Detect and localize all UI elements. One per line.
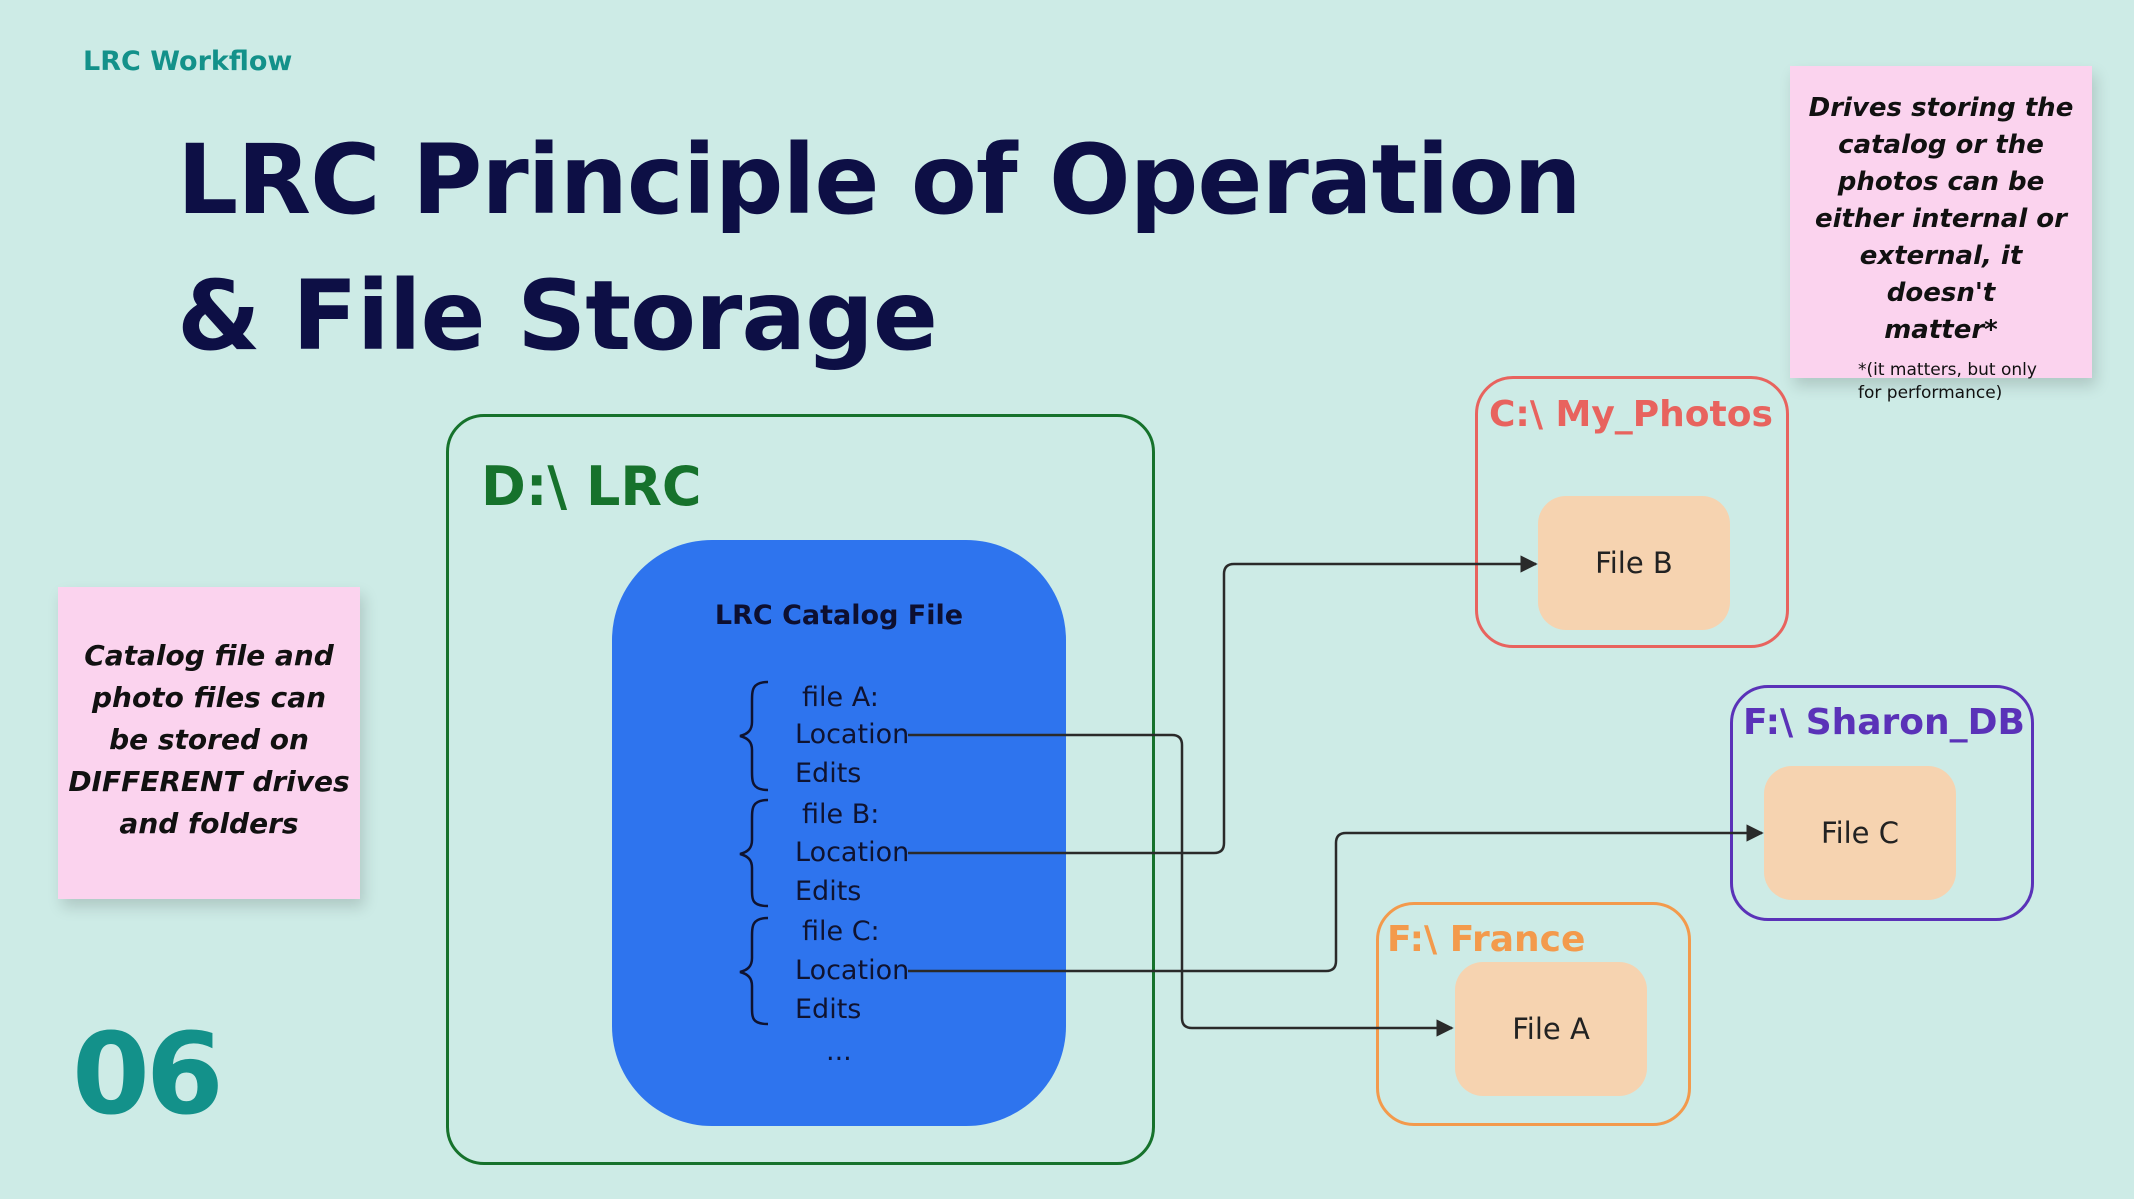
brace-entry-b <box>739 798 769 908</box>
catalog-more: ... <box>826 1036 852 1067</box>
connector-file-a <box>908 733 1454 1037</box>
entry-name: file B: <box>802 799 880 830</box>
note-line: external, it doesn't <box>1859 241 2023 308</box>
file-c-box: File C <box>1764 766 1956 900</box>
note-line: and folders <box>119 807 299 840</box>
kicker-label: LRC Workflow <box>83 46 293 77</box>
drive-f-sharon-container <box>1730 685 2034 921</box>
note-line: be stored on <box>109 723 309 756</box>
catalog-title: LRC Catalog File <box>714 600 964 631</box>
note-line: DIFFERENT drives <box>68 765 350 798</box>
footnote: *(it matters, but only for performance) <box>1790 359 2092 405</box>
entry-name: file C: <box>802 916 880 947</box>
note-line: photo files can <box>91 681 327 714</box>
drive-d-label: D:\ LRC <box>481 455 702 518</box>
footnote-line: *(it matters, but only <box>1858 360 2037 380</box>
note-line: catalog or the <box>1838 130 2044 160</box>
drive-f-france-container <box>1376 902 1691 1126</box>
entry-location: Location <box>795 955 910 986</box>
entry-location: Location <box>795 719 910 750</box>
entry-edits: Edits <box>795 758 862 789</box>
connector-file-c <box>908 824 1764 973</box>
file-a-box: File A <box>1455 962 1647 1096</box>
drive-f-sharon-label: F:\ Sharon_DB <box>1743 702 2025 743</box>
entry-location: Location <box>795 837 910 868</box>
footnote-line: for performance) <box>1858 383 2003 403</box>
title-line-2: & File Storage <box>177 260 938 372</box>
drive-c-label: C:\ My_Photos <box>1489 394 1773 435</box>
note-line: photos can be <box>1837 167 2045 197</box>
entry-edits: Edits <box>795 876 862 907</box>
brace-entry-a <box>739 680 769 792</box>
note-line: Drives storing the <box>1808 93 2074 123</box>
brace-entry-c <box>739 916 769 1026</box>
drive-c-container <box>1475 376 1789 648</box>
note-line: Catalog file and <box>84 639 334 672</box>
connector-file-b <box>908 555 1538 855</box>
title-line-1: LRC Principle of Operation <box>177 124 1582 236</box>
note-line: matter* <box>1884 315 1998 345</box>
sticky-note-right: Drives storing the catalog or the photos… <box>1790 66 2092 403</box>
catalog-file-box <box>612 540 1066 1126</box>
note-line: either internal or <box>1814 204 2067 234</box>
page-number: 06 <box>72 1010 224 1140</box>
entry-edits: Edits <box>795 994 862 1025</box>
entry-name: file A: <box>802 682 879 713</box>
drive-d-container <box>446 414 1155 1165</box>
sticky-note-left: Catalog file and photo files can be stor… <box>58 587 360 899</box>
page-title: LRC Principle of Operation & File Storag… <box>177 112 1582 384</box>
drive-f-france-label: F:\ France <box>1387 919 1586 960</box>
file-b-box: File B <box>1538 496 1730 630</box>
